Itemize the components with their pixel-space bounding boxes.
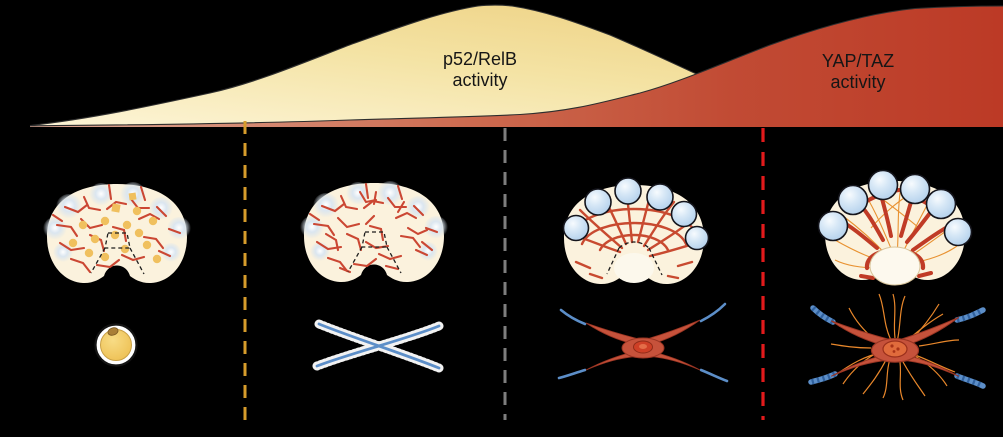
round-progenitor-cell-icon <box>94 323 138 367</box>
yap-taz-label-line2: activity <box>830 72 886 92</box>
activity-curves <box>29 4 1003 127</box>
conduit-blue-tips <box>808 305 986 389</box>
mature-lymph-node-icon <box>817 169 973 286</box>
p52-relb-label-line2: activity <box>452 70 508 90</box>
nucleus-speckles <box>890 344 900 353</box>
p52-relb-label-line1: p52/RelB <box>442 49 518 69</box>
sinus-dashed-outline <box>606 241 663 276</box>
yap-taz-curve-outline <box>29 5 1003 127</box>
yap-taz-curve-fill <box>30 6 1003 127</box>
stage-3 <box>557 177 729 383</box>
lti-cell-dots <box>68 192 162 264</box>
central-sinus <box>869 246 921 286</box>
lymph-node-anlage-dense-vessels-icon <box>300 181 448 283</box>
yap-taz-activity-label: YAP/TAZ activity <box>778 51 938 93</box>
cell-nucleus <box>882 340 908 358</box>
crossing-spindle-cells-icon <box>312 319 444 373</box>
reticular-cell-with-conduits-icon <box>808 293 986 401</box>
reticular-cell-icon <box>557 302 729 383</box>
follicles <box>817 169 973 247</box>
lymph-node-anlage-scattered-vessels-icon <box>43 182 191 284</box>
p52-relb-activity-label: p52/RelB activity <box>400 49 560 91</box>
cell-nucleolus <box>107 327 119 336</box>
yap-taz-label-line1: YAP/TAZ <box>821 51 895 71</box>
spindle-cell-lines <box>315 322 441 370</box>
follicles <box>562 177 710 251</box>
stage-2 <box>300 181 448 373</box>
central-sinus <box>614 253 654 283</box>
cell-blue-tips <box>557 302 729 383</box>
stage-4 <box>808 169 986 401</box>
nucleolus <box>639 344 647 349</box>
lymph-node-follicles-forming-icon <box>562 177 710 285</box>
stage-1 <box>43 182 191 367</box>
